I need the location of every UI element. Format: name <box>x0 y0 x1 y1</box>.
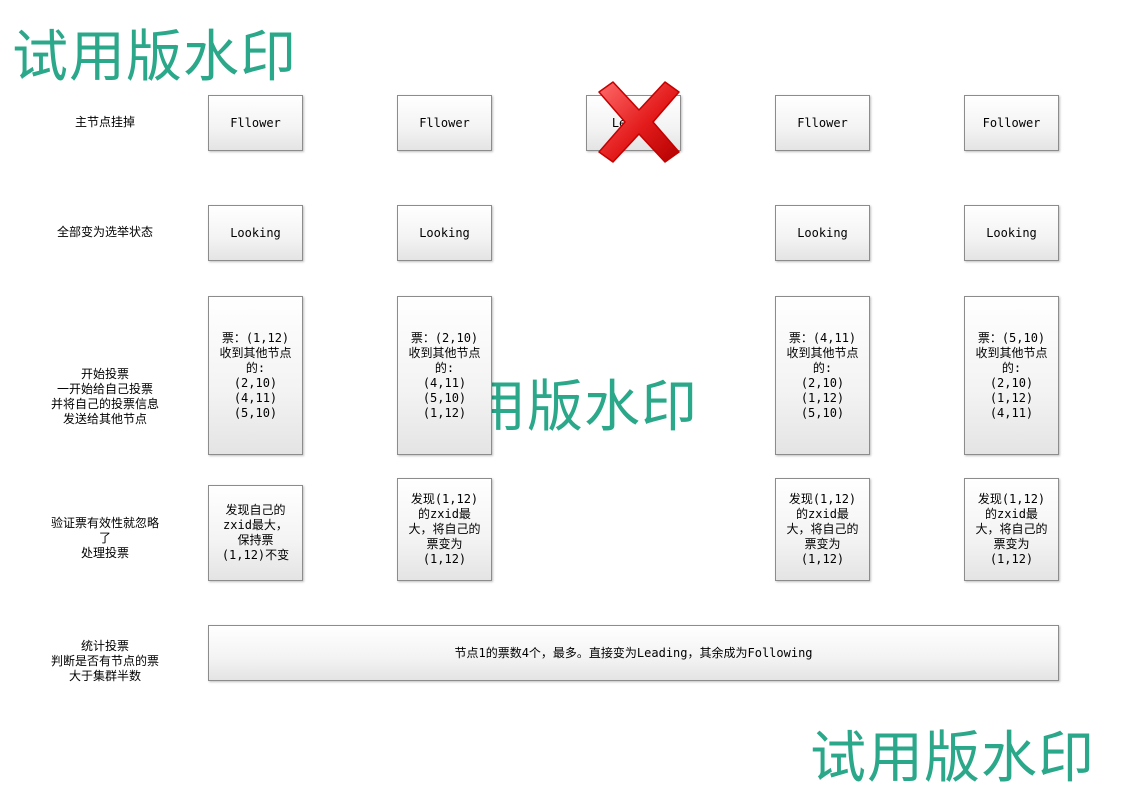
node-1-looking: Looking <box>208 205 303 261</box>
row-label-voting: 开始投票 一开始给自己投票 并将自己的投票信息 发送给其他节点 <box>50 367 159 426</box>
node-5-looking: Looking <box>964 205 1059 261</box>
row-label-verify: 验证票有效性就忽略 了 处理投票 <box>50 516 159 560</box>
node-4-looking: Looking <box>775 205 870 261</box>
node-1-votes: 票：(1,12) 收到其他节点 的: (2,10) (4,11) (5,10) <box>208 296 303 455</box>
node-2-looking: Looking <box>397 205 492 261</box>
node-2-role: Fllower <box>397 95 492 151</box>
node-2-votes: 票：(2,10) 收到其他节点 的: (4,11) (5,10) (1,12) <box>397 296 492 455</box>
node-4-process: 发现(1,12) 的zxid最 大，将自己的 票变为 (1,12) <box>775 478 870 581</box>
row-label-looking: 全部变为选举状态 <box>56 225 153 239</box>
row-label-leader-down: 主节点挂掉 <box>74 115 135 129</box>
node-5-process: 发现(1,12) 的zxid最 大，将自己的 票变为 (1,12) <box>964 478 1059 581</box>
node-2-process: 发现(1,12) 的zxid最 大，将自己的 票变为 (1,12) <box>397 478 492 581</box>
node-1-role: Fllower <box>208 95 303 151</box>
cross-icon <box>598 81 680 163</box>
row-label-count: 统计投票 判断是否有节点的票 大于集群半数 <box>50 639 159 683</box>
node-4-role: Fllower <box>775 95 870 151</box>
vote-result: 节点1的票数4个，最多。直接变为Leading，其余成为Following <box>208 625 1059 681</box>
node-5-role: Follower <box>964 95 1059 151</box>
watermark-bottom-right: 试用版水印 <box>810 726 1095 791</box>
node-5-votes: 票：(5,10) 收到其他节点 的: (2,10) (1,12) (4,11) <box>964 296 1059 455</box>
node-1-process: 发现自己的 zxid最大， 保持票 (1,12)不变 <box>208 485 303 581</box>
node-4-votes: 票：(4,11) 收到其他节点 的: (2,10) (1,12) (5,10) <box>775 296 870 455</box>
watermark-top-left: 试用版水印 <box>12 25 297 90</box>
